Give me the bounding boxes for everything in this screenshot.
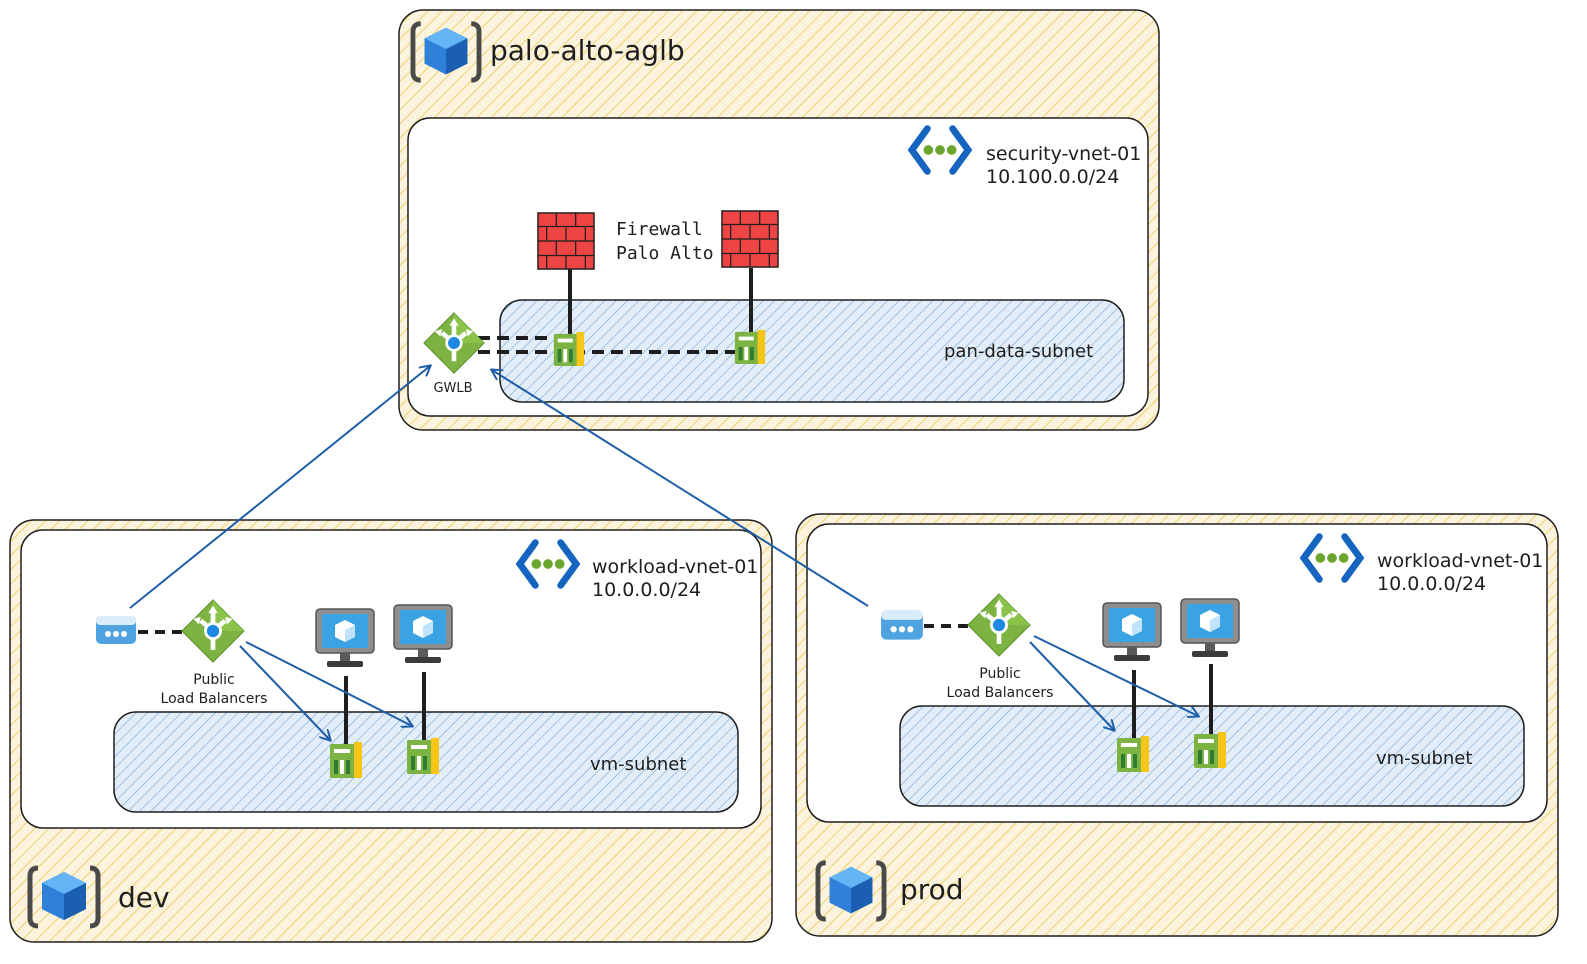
- dev-vm-subnet-label: vm-subnet: [590, 754, 686, 775]
- dev-lb-to-nic1-arrow: [239, 645, 330, 740]
- security-vnet-cidr: 10.100.0.0/24: [986, 166, 1119, 188]
- security-vnet-name: security-vnet-01: [986, 143, 1141, 165]
- firewall-brick-icon: [537, 212, 595, 270]
- prod-group-name: prod: [900, 873, 964, 906]
- prod-vnet-cidr: 10.0.0.0/24: [1377, 573, 1486, 595]
- network-interface-icon: [1117, 736, 1149, 772]
- pan-data-subnet: pan-data-subnet: [499, 299, 1125, 403]
- firewall-brick-icon: [721, 210, 779, 268]
- prod-lb-label-line1: Public: [979, 666, 1020, 682]
- gwlb-label: GWLB: [433, 381, 472, 396]
- dev-group-name: dev: [118, 881, 170, 914]
- dev-lb-to-nic2-arrow: [245, 641, 412, 726]
- dev-vnet-cidr: 10.0.0.0/24: [592, 579, 701, 601]
- public-ip-icon: [881, 610, 923, 640]
- network-interface-icon: [734, 330, 766, 364]
- public-ip-icon: [96, 616, 136, 644]
- network-interface-icon: [553, 332, 585, 366]
- prod-vnet-name: workload-vnet-01: [1377, 550, 1543, 572]
- prod-lb-to-nic1-arrow: [1029, 641, 1114, 730]
- pan-data-subnet-label: pan-data-subnet: [944, 341, 1093, 362]
- prod-lb-to-nic2-arrow: [1033, 635, 1198, 716]
- network-interface-icon: [407, 738, 439, 774]
- dev-lb-label-line1: Public: [193, 672, 234, 688]
- traffic-arrows: [129, 366, 1198, 740]
- prod-pip-to-gwlb-arrow: [492, 370, 869, 607]
- dev-lb-label-line2: Load Balancers: [161, 691, 268, 707]
- dev-vnet-name: workload-vnet-01: [592, 556, 758, 578]
- prod-lb-label-line2: Load Balancers: [947, 685, 1054, 701]
- prod-vm-subnet-label: vm-subnet: [1376, 748, 1472, 769]
- network-interface-icon: [330, 742, 362, 778]
- dev-pip-to-gwlb-arrow: [129, 366, 430, 609]
- network-interface-icon: [1194, 732, 1226, 768]
- hub-group-name: palo-alto-aglb: [490, 34, 685, 67]
- firewall-label-line2: Palo Alto: [616, 243, 714, 264]
- firewall-label-line1: Firewall: [616, 219, 703, 240]
